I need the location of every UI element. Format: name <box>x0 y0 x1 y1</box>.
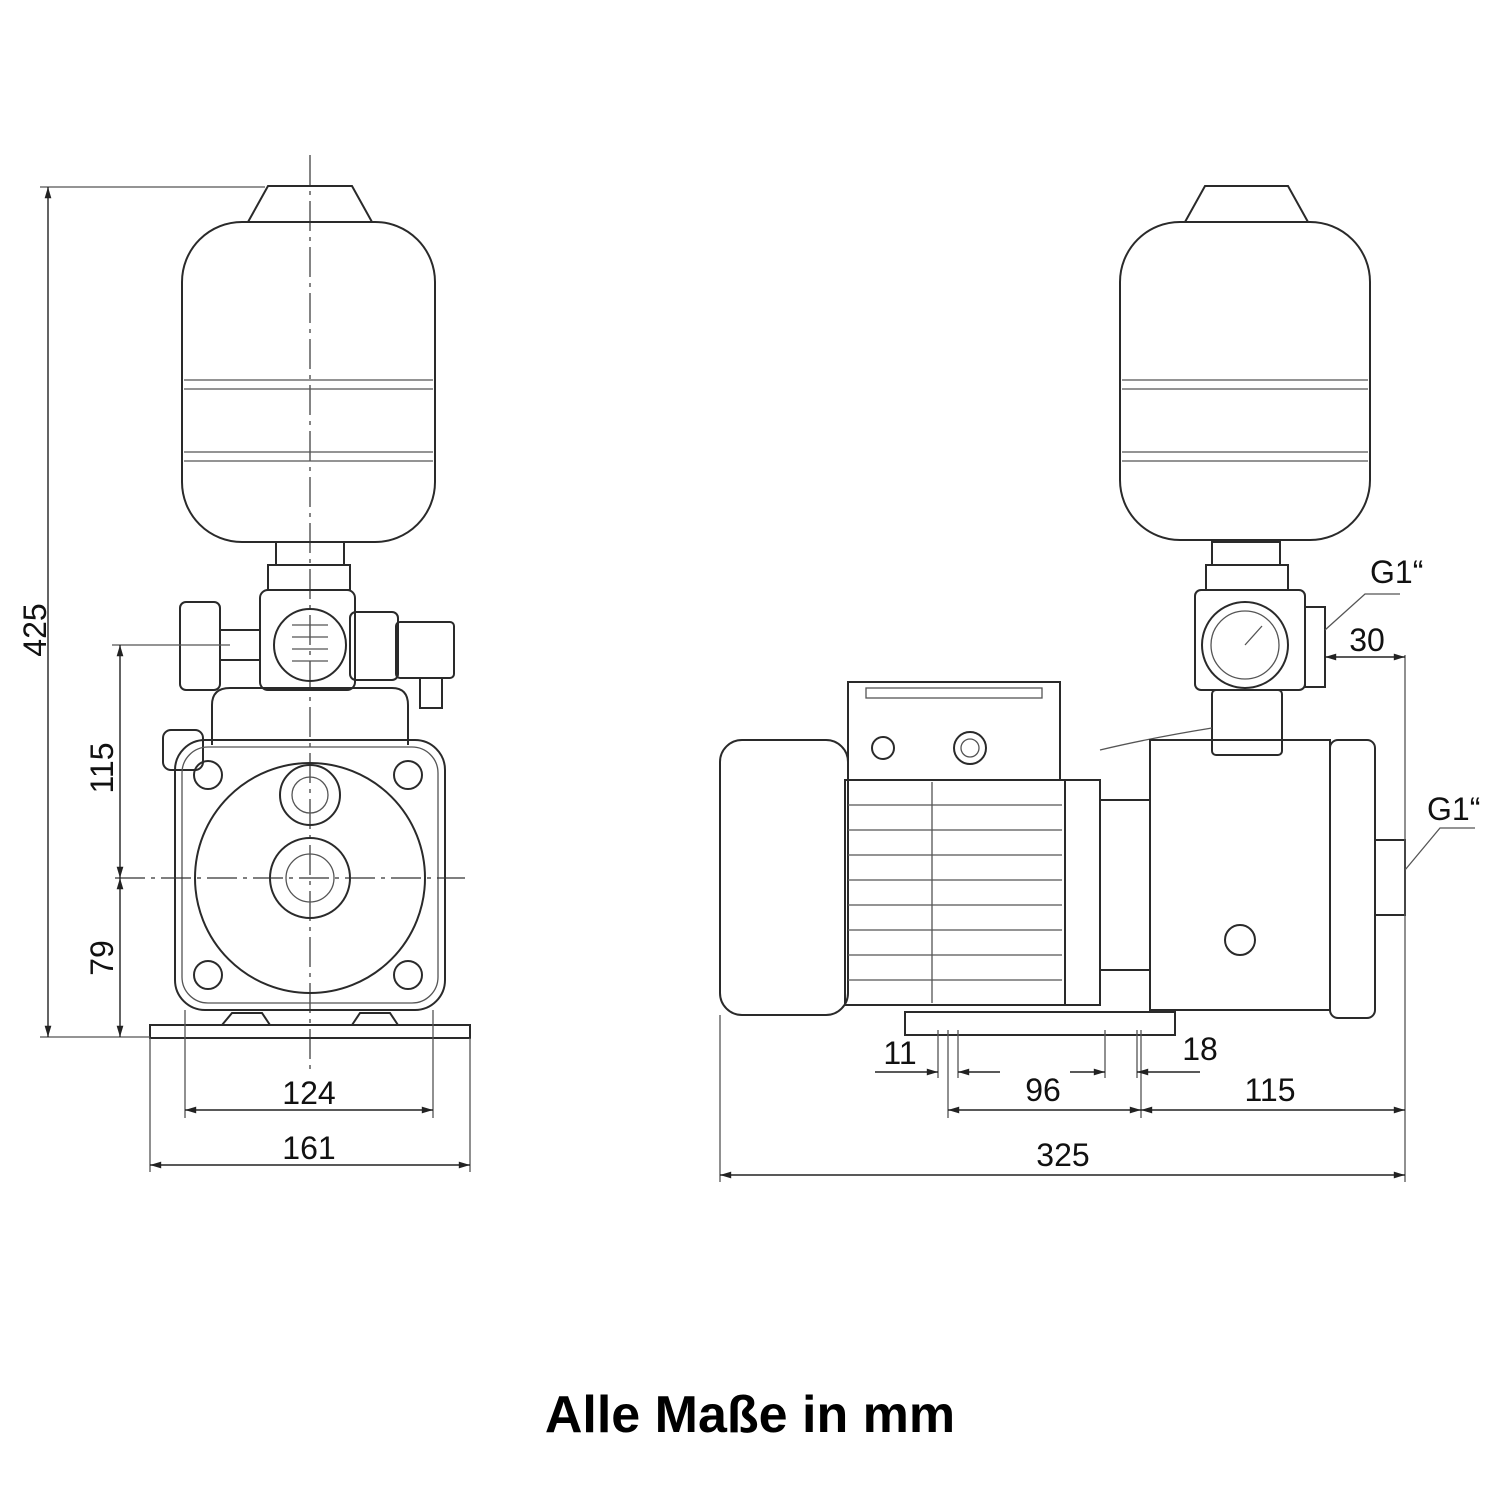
dim-foot-spacing-front: 124 <box>282 1075 335 1111</box>
dim-outlet-offset: 30 <box>1349 622 1385 658</box>
base-plate <box>904 1011 1176 1036</box>
units-note: Alle Maße in mm <box>544 1386 956 1444</box>
dim-foot-to-outlet: 115 <box>1244 1072 1295 1108</box>
dim-total-length: 325 <box>1036 1137 1089 1173</box>
thread-label-outlet: G1“ <box>1370 554 1423 590</box>
dim-inlet-height: 79 <box>84 940 120 976</box>
valve-assembly <box>179 541 455 709</box>
front-view: 425 115 79 124 161 <box>17 155 471 1172</box>
inlet-port <box>279 764 341 826</box>
dim-total-height: 425 <box>17 603 53 656</box>
pressure-tank <box>1119 185 1371 541</box>
fan-cover <box>719 739 849 1016</box>
outlet-connection <box>1304 606 1326 688</box>
pump-body <box>1099 739 1406 1019</box>
dim-foot-spacing-side: 96 <box>1025 1072 1061 1108</box>
pump-face <box>174 739 446 1011</box>
pressure-gauge <box>179 601 221 691</box>
motor-housing <box>211 687 409 745</box>
thread-label-inlet: G1“ <box>1427 791 1480 827</box>
base-plate <box>149 1012 471 1039</box>
dim-foot-slot-right: 18 <box>1182 1031 1218 1067</box>
pressure-switch <box>395 621 455 679</box>
side-view: 11 18 96 115 325 30 G1“ G1“ <box>719 185 1480 1182</box>
valve-assembly <box>1194 541 1326 756</box>
pressure-gauge <box>1201 601 1289 689</box>
pressure-tank <box>181 185 436 543</box>
dim-outlet-height: 115 <box>84 742 120 793</box>
dim-base-width: 161 <box>282 1130 335 1166</box>
motor <box>719 681 1101 1016</box>
dim-foot-slot-left: 11 <box>883 1035 916 1071</box>
inlet-connection <box>1374 839 1406 916</box>
terminal-box <box>847 681 1061 781</box>
